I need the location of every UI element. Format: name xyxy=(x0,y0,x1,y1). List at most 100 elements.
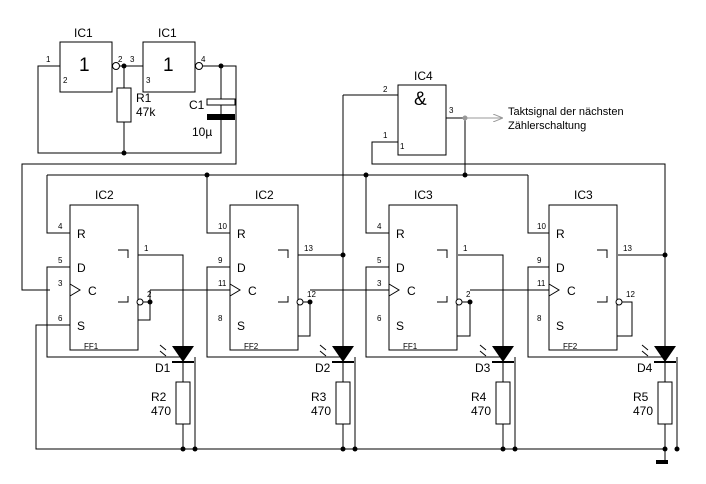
resistor-name: R2 xyxy=(151,390,167,404)
resistor-value: 470 xyxy=(633,404,653,418)
pin-number: 1 xyxy=(383,131,388,140)
flipflop-input-label: S xyxy=(77,319,85,333)
led-name: D2 xyxy=(315,361,331,375)
inverter-label: IC1 xyxy=(74,26,93,40)
led-name: D3 xyxy=(475,361,491,375)
pin-number: 12 xyxy=(307,290,316,299)
output-mark xyxy=(437,296,448,303)
resistor-value: 470 xyxy=(311,404,331,418)
inversion-bubble xyxy=(195,62,203,70)
flipflops: IC2FF1RDCS453612IC2FF2RDCS1091181312IC3F… xyxy=(58,188,635,351)
clock-edge-symbol xyxy=(548,283,560,297)
pin-number: 5 xyxy=(377,256,382,265)
flipflop-name: FF1 xyxy=(84,342,99,351)
output-mark xyxy=(437,249,448,258)
resistor-name: R3 xyxy=(311,390,327,404)
pin-number: 5 xyxy=(58,256,63,265)
pin-number: 2 xyxy=(63,76,68,85)
flipflop-ic-label: IC2 xyxy=(95,188,114,202)
led-name: D1 xyxy=(155,361,171,375)
flipflop-ic-label: IC3 xyxy=(414,188,433,202)
pin-number: 3 xyxy=(58,279,63,288)
pin-number: 3 xyxy=(377,279,382,288)
flipflop-name: FF1 xyxy=(403,342,418,351)
pin-number: 6 xyxy=(377,314,382,323)
pin-number: 1 xyxy=(400,142,405,151)
and-gate-label: IC4 xyxy=(414,69,433,83)
pin-number: 8 xyxy=(218,314,223,323)
flipflop-body xyxy=(388,204,458,351)
pin-number: 1 xyxy=(144,244,149,253)
flipflop-name: FF2 xyxy=(244,342,259,351)
flipflop-input-label: D xyxy=(396,261,405,275)
inverter-gate: IC1 1 1 2 2 xyxy=(46,26,123,93)
pin-number: 13 xyxy=(304,244,313,253)
led-icon xyxy=(492,346,514,362)
clock-output-label: Taktsignal der nächsten xyxy=(508,106,624,118)
pin-number: 10 xyxy=(537,222,546,231)
pin-number: 13 xyxy=(623,244,632,253)
pin-number: 12 xyxy=(626,290,635,299)
resistor xyxy=(495,381,511,425)
pin-number: 8 xyxy=(537,314,542,323)
led-icon xyxy=(654,346,676,362)
flipflop-input-label: R xyxy=(396,227,405,241)
inversion-bubble xyxy=(455,298,463,306)
pin-number: 3 xyxy=(146,76,151,85)
resistor-name: R5 xyxy=(633,390,649,404)
pin-number: 9 xyxy=(537,256,542,265)
component-name: C1 xyxy=(189,98,205,112)
pin-number: 2 xyxy=(466,290,471,299)
resistor-value: 470 xyxy=(151,404,171,418)
flipflop-ic-label: IC2 xyxy=(255,188,274,202)
component-value: 47k xyxy=(136,105,156,119)
inversion-bubble xyxy=(112,62,120,70)
flipflop-input-label: C xyxy=(407,284,416,298)
flipflop-input-label: D xyxy=(237,261,246,275)
resistor xyxy=(175,381,191,425)
flipflop-body xyxy=(69,204,139,351)
pin-number: 1 xyxy=(463,244,468,253)
flipflop-ic-label: IC3 xyxy=(574,188,593,202)
flipflop-input-label: C xyxy=(248,284,257,298)
pin-number: 2 xyxy=(147,290,152,299)
and-gate-symbol: & xyxy=(414,89,427,110)
inverter-symbol: 1 xyxy=(163,55,174,76)
clock-edge-symbol xyxy=(69,283,81,297)
resistor-value: 470 xyxy=(471,404,491,418)
inversion-bubble xyxy=(615,298,623,306)
led-name: D4 xyxy=(637,361,653,375)
component-value: 10µ xyxy=(192,125,212,139)
pin-number: 9 xyxy=(218,256,223,265)
flipflop-input-label: D xyxy=(77,261,86,275)
clock-edge-symbol xyxy=(388,283,400,297)
pin-number: 4 xyxy=(201,55,206,64)
flipflop-input-label: R xyxy=(77,227,86,241)
flipflop-input-label: R xyxy=(237,227,246,241)
flipflop-body xyxy=(548,204,618,351)
pin-number: 4 xyxy=(58,222,63,231)
resistor-r1: R1 47k xyxy=(116,87,156,123)
led-icon xyxy=(172,346,194,362)
inverter-label: IC1 xyxy=(158,26,177,40)
resistor xyxy=(335,381,351,425)
pin-number: 2 xyxy=(118,55,123,64)
pin-number: 4 xyxy=(377,222,382,231)
output-mark xyxy=(118,296,129,303)
flipflop-input-label: C xyxy=(88,284,97,298)
oscillator: IC1 1 1 2 2 IC1 1 3 3 4 xyxy=(21,26,237,291)
resistor xyxy=(657,381,673,425)
flipflop-input-label: C xyxy=(567,284,576,298)
pin-number: 6 xyxy=(58,314,63,323)
pin-number: 10 xyxy=(218,222,227,231)
clock-output-label: Zählerschaltung xyxy=(508,120,586,132)
and-gate: IC4 & 2 1 1 3 Taktsignal der nächsten Zä… xyxy=(343,69,666,255)
